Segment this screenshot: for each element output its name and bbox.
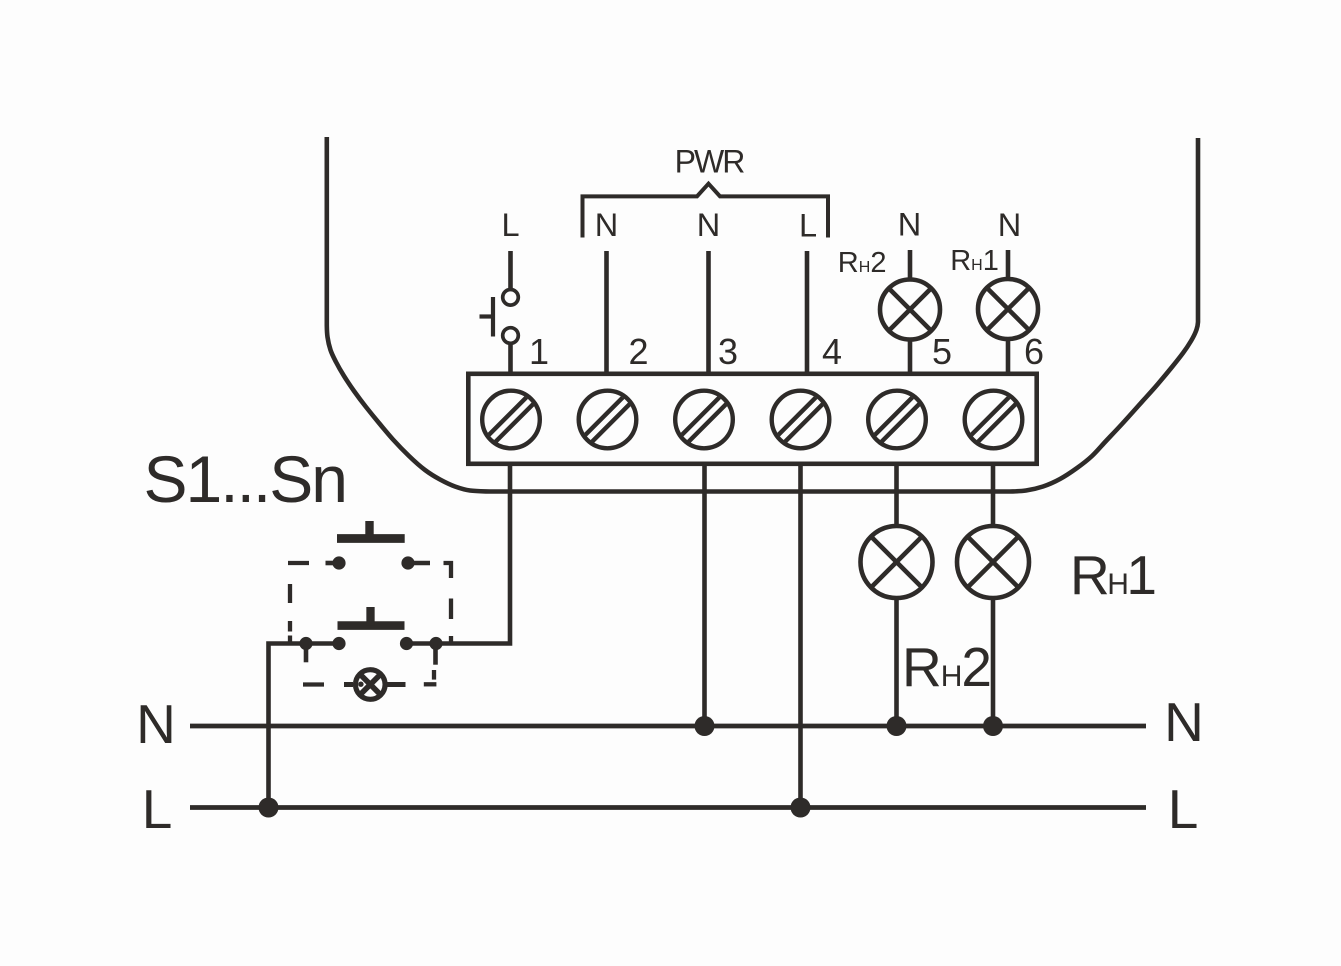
svg-text:N: N [1164, 691, 1204, 753]
svg-text:6: 6 [1024, 331, 1044, 372]
svg-text:RH2: RH2 [902, 636, 991, 698]
svg-text:L: L [1168, 778, 1199, 840]
svg-text:N: N [898, 207, 921, 243]
svg-text:3: 3 [718, 331, 738, 372]
svg-text:L: L [142, 778, 173, 840]
svg-text:1: 1 [529, 331, 549, 372]
svg-text:4: 4 [822, 331, 842, 372]
svg-text:5: 5 [932, 331, 952, 372]
svg-text:2: 2 [628, 331, 648, 372]
svg-text:L: L [799, 208, 817, 244]
svg-text:N: N [998, 207, 1021, 243]
svg-text:N: N [136, 693, 176, 755]
svg-text:L: L [501, 207, 519, 243]
svg-text:PWR: PWR [675, 144, 745, 180]
svg-text:N: N [697, 207, 720, 243]
svg-text:S1...Sn: S1...Sn [144, 442, 346, 516]
svg-text:N: N [595, 207, 618, 243]
